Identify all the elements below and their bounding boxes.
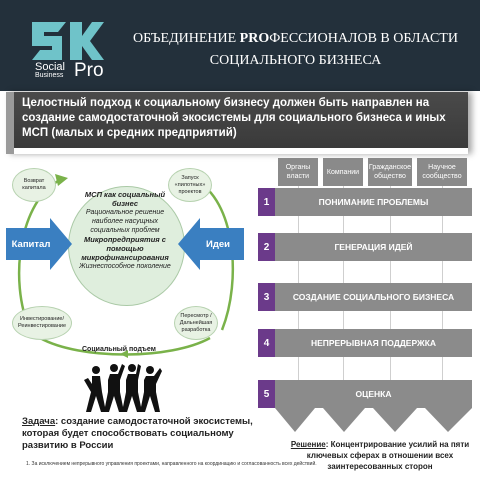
social-lift-label: Социальный подъем [82, 346, 156, 353]
launch-projects-circle: Запуск «пилотных» проектов [168, 168, 212, 202]
logo-social-text: Social [35, 61, 65, 73]
column-header-companies: Компании [323, 158, 363, 186]
column-header-civil-society: Гражданское общество [368, 158, 412, 186]
step-number-3: 3 [258, 283, 275, 311]
step-bar-3: СОЗДАНИЕ СОЦИАЛЬНОГО БИЗНЕСА [275, 283, 472, 311]
logo-pro-text: Pro [74, 60, 104, 81]
social-business-pro-logo-icon [32, 22, 104, 60]
title-line1-post: ФЕССИОНАЛОВ В ОБЛАСТИ [269, 31, 458, 46]
page-title: ОБЪЕДИНЕНИЕ PROФЕССИОНАЛОВ В ОБЛАСТИ СОЦ… [118, 28, 473, 72]
center-title: МСП как социальный бизнес [84, 190, 166, 208]
step-bar-5: ОЦЕНКА [275, 380, 472, 408]
step-bar-2: ГЕНЕРАЦИЯ ИДЕЙ [275, 233, 472, 261]
center-ellipse-text: МСП как социальный бизнес Рациональное р… [75, 190, 175, 271]
title-line1-bold: PRO [239, 31, 270, 46]
solution-body: : Концентрирование усилий на пяти ключев… [306, 440, 470, 471]
solution-label: Решение [290, 440, 326, 449]
column-header-authorities: Органы власти [278, 158, 318, 186]
center-line1: Рациональное решение наиболее насущных с… [85, 209, 165, 234]
step-number-1: 1 [258, 188, 275, 216]
header-banner: Social Business Pro ОБЪЕДИНЕНИЕ PROФЕССИ… [0, 0, 480, 91]
step-number-4: 4 [258, 329, 275, 357]
column-header-scientific-community: Научное сообщество [417, 158, 467, 186]
people-icon [84, 364, 162, 412]
title-line2: СОЦИАЛЬНОГО БИЗНЕСА [209, 53, 382, 68]
ideas-label: Идеи [206, 238, 230, 250]
subtitle-text: Целостный подход к социальному бизнесу д… [22, 97, 446, 139]
center-line2: Микропредприятия с помощью микрофинансир… [81, 235, 169, 262]
step-number-2: 2 [258, 233, 275, 261]
down-arrows-icon [275, 408, 472, 432]
title-line1-pre: ОБЪЕДИНЕНИЕ [133, 31, 240, 46]
task-text: Задача: создание самодостаточной экосист… [22, 416, 272, 452]
step-number-5: 5 [258, 380, 275, 408]
subtitle-banner-box: Целостный подход к социальному бизнесу д… [14, 92, 468, 148]
subtitle-banner: Целостный подход к социальному бизнесу д… [6, 92, 468, 154]
capital-arrow-icon [6, 218, 72, 270]
reviewing-circle: Пересмотр / Дальнейшая разработка [174, 306, 218, 340]
center-line3: Жизнеспособное поколение [79, 263, 171, 270]
solution-text: Решение: Концентрирование усилий на пяти… [280, 439, 480, 472]
return-capital-circle: Возврат капитала [12, 168, 56, 202]
step-bar-4: НЕПРЕРЫВНАЯ ПОДДЕРЖКА [275, 329, 472, 357]
logo-business-text: Business [35, 72, 64, 79]
task-body: : создание самодостаточной экосистемы, к… [22, 416, 253, 451]
ecosystem-diagram: МСП как социальный бизнес Рациональное р… [0, 160, 250, 370]
task-label: Задача [22, 416, 56, 427]
capital-label: Капитал [11, 238, 51, 250]
step-bar-1: ПОНИМАНИЕ ПРОБЛЕМЫ [275, 188, 472, 216]
ideas-arrow-icon [178, 218, 244, 270]
investing-circle: Инвестирование/ Реинвестирование [12, 306, 72, 340]
footnote: 1. За исключением непрерывного управлени… [26, 461, 317, 467]
